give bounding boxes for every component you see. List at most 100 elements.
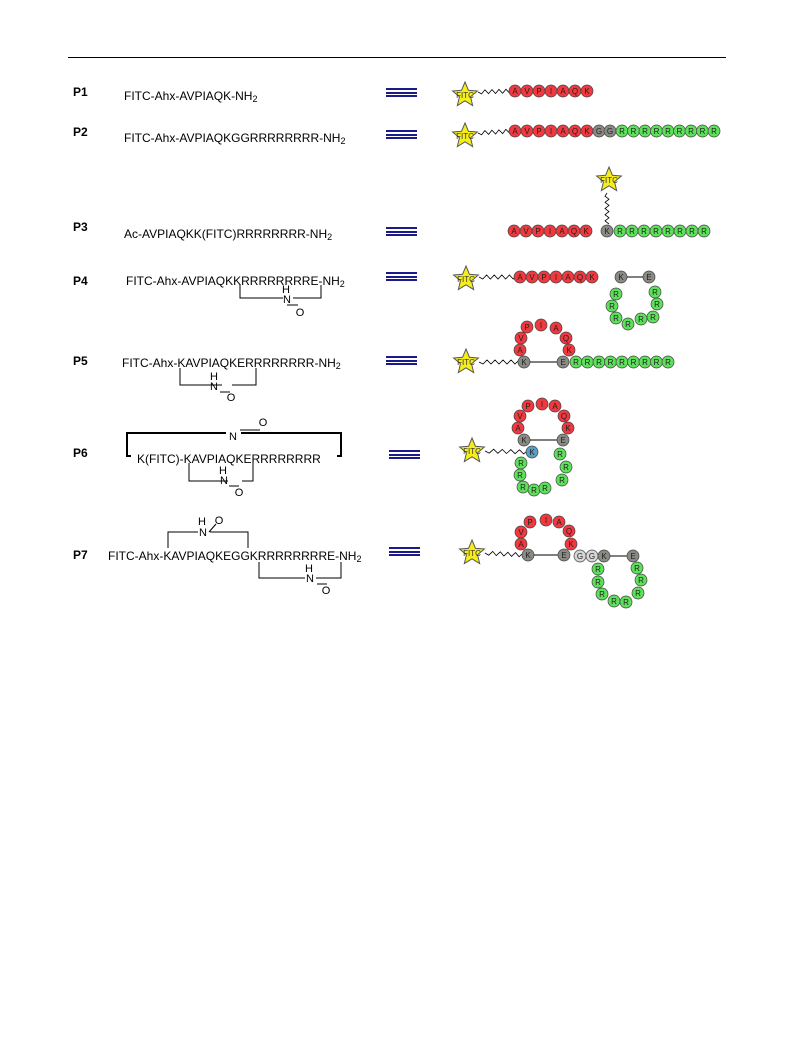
residue-bead — [580, 84, 594, 98]
residue-letter: A — [512, 87, 518, 96]
residue-letter: R — [531, 486, 537, 495]
residue-bead — [631, 586, 645, 600]
residue-letter: R — [595, 565, 601, 574]
residue-letter: R — [613, 314, 619, 323]
residue-letter: R — [619, 127, 625, 136]
residue-letter: R — [688, 127, 694, 136]
lactam-bridge-line — [232, 368, 257, 386]
residue-bead — [595, 587, 609, 601]
residue-bead — [535, 397, 549, 411]
residue-bead — [646, 310, 660, 324]
residue-letter: R — [652, 288, 658, 297]
residue-bead — [562, 524, 576, 538]
fitc-label: FITC — [456, 132, 474, 141]
bridge-h-label: H — [198, 516, 206, 528]
residue-bead — [552, 515, 566, 529]
residue-letter: K — [601, 552, 607, 561]
bridge-n-label: N — [210, 381, 218, 393]
residue-letter: P — [535, 227, 540, 236]
residue-letter: E — [560, 358, 565, 367]
residue-letter: P — [525, 402, 530, 411]
bridge-h-label: H — [210, 371, 218, 383]
residue-letter: I — [550, 87, 552, 96]
residue-bead — [557, 409, 571, 423]
residue-letter: K — [566, 346, 572, 355]
equivalence-symbol-p3 — [386, 227, 417, 236]
lactam-bridge-line — [316, 562, 342, 579]
residue-bead — [621, 317, 635, 331]
residue-letter: R — [613, 290, 619, 299]
residue-letter: P — [536, 87, 541, 96]
residue-letter: K — [525, 551, 531, 560]
bridge-n-label: N — [229, 431, 237, 443]
peptide-id-p2: P2 — [73, 125, 88, 139]
residue-letter: R — [518, 459, 524, 468]
residue-letter: R — [665, 127, 671, 136]
residue-letter: R — [677, 127, 683, 136]
top-rule — [68, 57, 726, 58]
peptide-formula-p2: FITC-Ahx-AVPIAQKGGRRRRRRRR-NH2 — [124, 131, 346, 146]
residue-bead — [661, 355, 675, 369]
equivalence-symbol-p6 — [389, 450, 420, 459]
residue-letter: R — [542, 484, 548, 493]
linker-squiggle — [478, 359, 520, 365]
fitc-star-icon — [452, 347, 480, 374]
residue-letter: I — [540, 321, 542, 330]
residue-bead — [591, 575, 605, 589]
residue-letter: E — [630, 552, 635, 561]
residue-bead — [626, 549, 640, 563]
residue-letter: V — [518, 334, 524, 343]
residue-letter: V — [518, 528, 524, 537]
linker-squiggle — [604, 192, 610, 225]
residue-letter: K — [521, 436, 527, 445]
residue-bead — [549, 321, 563, 335]
residue-letter: R — [641, 227, 647, 236]
residue-bead — [697, 224, 711, 238]
fitc-label: FITC — [457, 275, 475, 284]
residue-letter: R — [599, 590, 605, 599]
bridge-h-label: H — [219, 465, 227, 477]
residue-letter: R — [611, 597, 617, 606]
residue-letter: E — [560, 436, 565, 445]
residue-letter: A — [565, 273, 571, 282]
residue-letter: A — [515, 424, 521, 433]
residue-letter: A — [553, 324, 559, 333]
residue-letter: V — [524, 127, 530, 136]
peptide-id-p7: P7 — [73, 548, 88, 562]
equivalence-symbol-p7 — [389, 547, 420, 556]
residue-bead — [564, 537, 578, 551]
lactam-bridge-line — [239, 285, 283, 299]
residue-bead — [514, 525, 528, 539]
residue-letter: R — [634, 564, 640, 573]
residue-letter: R — [563, 463, 569, 472]
residue-letter: R — [654, 127, 660, 136]
residue-letter: K — [584, 127, 590, 136]
residue-letter: A — [556, 518, 562, 527]
residue-bead — [555, 473, 569, 487]
residue-letter: Q — [572, 127, 578, 136]
residue-letter: R — [638, 315, 644, 324]
residue-letter: K — [529, 448, 535, 457]
residue-bead — [579, 224, 593, 238]
bridge-n-label: N — [283, 294, 291, 306]
residue-letter: Q — [572, 87, 578, 96]
residue-letter: R — [596, 358, 602, 367]
residue-letter: R — [631, 127, 637, 136]
fitc-label: FITC — [600, 176, 618, 185]
equivalence-symbol-p5 — [386, 356, 417, 365]
linker-squiggle — [478, 274, 518, 280]
residue-letter: R — [677, 227, 683, 236]
residue-letter: R — [623, 598, 629, 607]
residue-letter: K — [584, 87, 590, 96]
residue-bead — [525, 445, 539, 459]
residue-letter: R — [642, 358, 648, 367]
fitc-label: FITC — [457, 358, 475, 367]
residue-letter: R — [665, 358, 671, 367]
residue-bead — [553, 447, 567, 461]
fitc-star-icon — [451, 121, 479, 148]
linker-squiggle — [477, 128, 514, 136]
residue-letter: R — [635, 589, 641, 598]
residue-bead — [559, 331, 573, 345]
residue-letter: G — [577, 552, 583, 561]
residue-letter: R — [654, 300, 660, 309]
